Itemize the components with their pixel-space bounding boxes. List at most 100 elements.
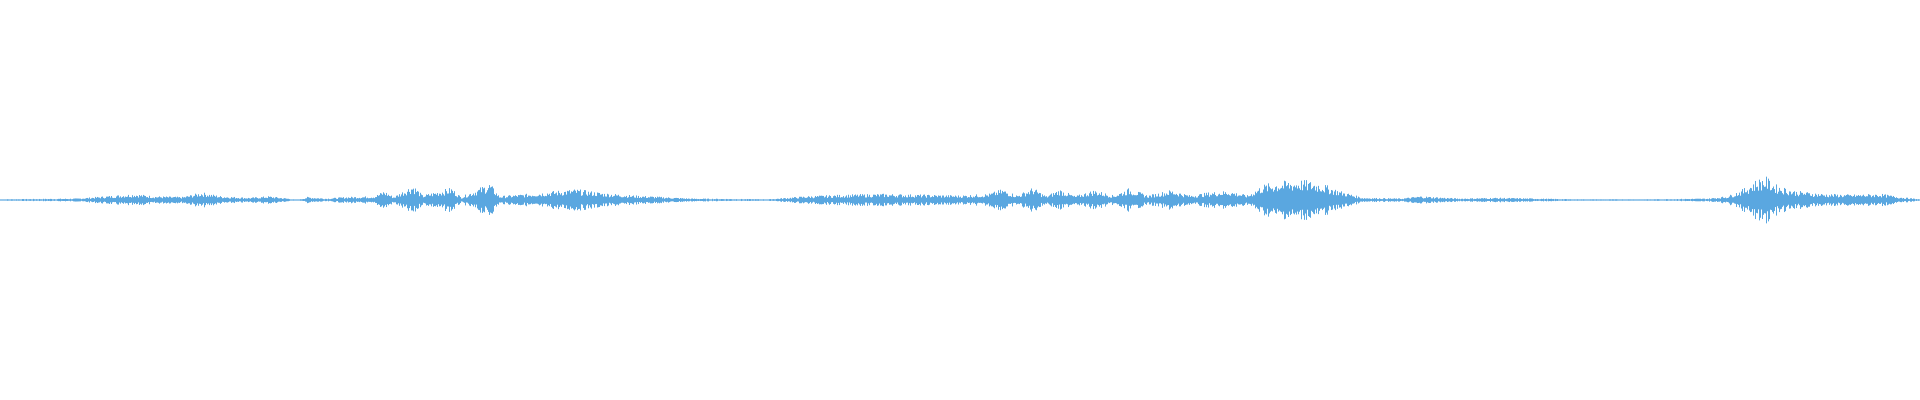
waveform-sample xyxy=(83,198,84,202)
waveform-sample xyxy=(924,194,925,206)
waveform-sample xyxy=(1222,194,1223,206)
waveform-sample xyxy=(379,195,380,205)
waveform-sample xyxy=(556,192,557,208)
waveform-sample xyxy=(565,191,566,209)
waveform-sample xyxy=(1410,198,1411,202)
waveform-sample xyxy=(626,195,627,205)
waveform-sample xyxy=(1065,195,1066,205)
waveform-sample xyxy=(1697,198,1698,202)
waveform-sample xyxy=(844,197,845,203)
waveform-sample xyxy=(187,196,188,204)
waveform-sample xyxy=(1036,189,1037,211)
waveform-sample xyxy=(1116,196,1117,204)
waveform-sample xyxy=(727,199,728,201)
waveform-sample xyxy=(814,197,815,203)
waveform-sample xyxy=(1135,195,1136,205)
waveform-sample xyxy=(842,197,843,203)
waveform-sample xyxy=(793,197,794,203)
waveform-sample xyxy=(776,198,777,202)
waveform-sample xyxy=(47,199,48,201)
waveform-sample xyxy=(1201,194,1202,206)
waveform-sample xyxy=(418,191,419,209)
waveform-sample xyxy=(1458,199,1459,201)
waveform-sample xyxy=(1641,199,1642,201)
waveform-sample xyxy=(848,194,849,206)
waveform-sample xyxy=(601,194,602,206)
waveform-sample xyxy=(191,195,192,205)
waveform-sample xyxy=(1848,194,1849,206)
waveform-sample xyxy=(540,195,541,205)
waveform-sample xyxy=(184,197,185,203)
waveform-sample xyxy=(1324,192,1325,208)
waveform-sample xyxy=(433,193,434,207)
waveform-sample xyxy=(1226,193,1227,207)
waveform-sample xyxy=(1309,183,1310,217)
waveform-sample xyxy=(438,195,439,205)
waveform-sample xyxy=(317,198,318,202)
waveform-sample xyxy=(188,196,189,204)
waveform-sample xyxy=(222,198,223,202)
waveform-sample xyxy=(38,199,39,201)
waveform-sample xyxy=(1371,199,1372,201)
waveform-sample xyxy=(1779,187,1780,213)
waveform-sample xyxy=(599,192,600,208)
waveform-sample xyxy=(1081,195,1082,205)
waveform-sample xyxy=(1434,198,1435,202)
waveform-sample xyxy=(509,195,510,205)
waveform-sample xyxy=(1169,190,1170,210)
waveform-sample xyxy=(1739,192,1740,208)
waveform-sample xyxy=(953,196,954,204)
waveform-sample xyxy=(1372,198,1373,202)
waveform-sample xyxy=(763,199,764,201)
waveform-sample xyxy=(1841,195,1842,205)
waveform-sample xyxy=(1525,198,1526,202)
waveform-sample xyxy=(1717,198,1718,202)
waveform-sample xyxy=(1681,198,1682,202)
waveform-sample xyxy=(663,197,664,203)
waveform-sample xyxy=(700,198,701,202)
waveform-sample xyxy=(1423,198,1424,202)
waveform-sample xyxy=(645,196,646,204)
waveform-sample xyxy=(1680,199,1681,201)
waveform-sample xyxy=(1449,198,1450,202)
waveform-sample xyxy=(1204,192,1205,208)
waveform-sample xyxy=(345,198,346,202)
waveform-sample xyxy=(1323,191,1324,209)
waveform-sample xyxy=(1890,195,1891,205)
waveform-sample xyxy=(749,199,750,201)
waveform-sample xyxy=(528,195,529,205)
waveform-sample xyxy=(26,198,27,202)
waveform-sample xyxy=(1396,198,1397,202)
waveform-sample xyxy=(821,195,822,205)
waveform-sample xyxy=(1526,198,1527,202)
waveform-sample xyxy=(1713,198,1714,202)
waveform-sample xyxy=(1383,198,1384,202)
waveform-sample xyxy=(1683,199,1684,201)
waveform-sample xyxy=(1469,199,1470,201)
waveform-sample xyxy=(583,192,584,208)
waveform-sample xyxy=(693,198,694,202)
waveform-sample xyxy=(568,191,569,209)
waveform-sample xyxy=(673,198,674,202)
waveform-sample xyxy=(28,199,29,201)
waveform-sample xyxy=(1626,199,1627,201)
waveform-sample xyxy=(1208,192,1209,208)
waveform-sample xyxy=(392,198,393,202)
waveform-sample xyxy=(785,198,786,202)
waveform-sample xyxy=(724,199,725,201)
waveform-sample xyxy=(1729,196,1730,204)
waveform-sample xyxy=(1500,197,1501,203)
waveform-sample xyxy=(1229,195,1230,205)
waveform-sample xyxy=(1701,199,1702,201)
waveform-sample xyxy=(1782,193,1783,207)
waveform-sample xyxy=(1417,196,1418,204)
waveform-sample xyxy=(710,199,711,201)
waveform-sample xyxy=(1406,198,1407,202)
waveform-sample xyxy=(1077,195,1078,205)
waveform-sample xyxy=(258,198,259,202)
waveform-sample xyxy=(1241,195,1242,205)
waveform-sample xyxy=(873,194,874,206)
waveform-sample xyxy=(469,194,470,206)
